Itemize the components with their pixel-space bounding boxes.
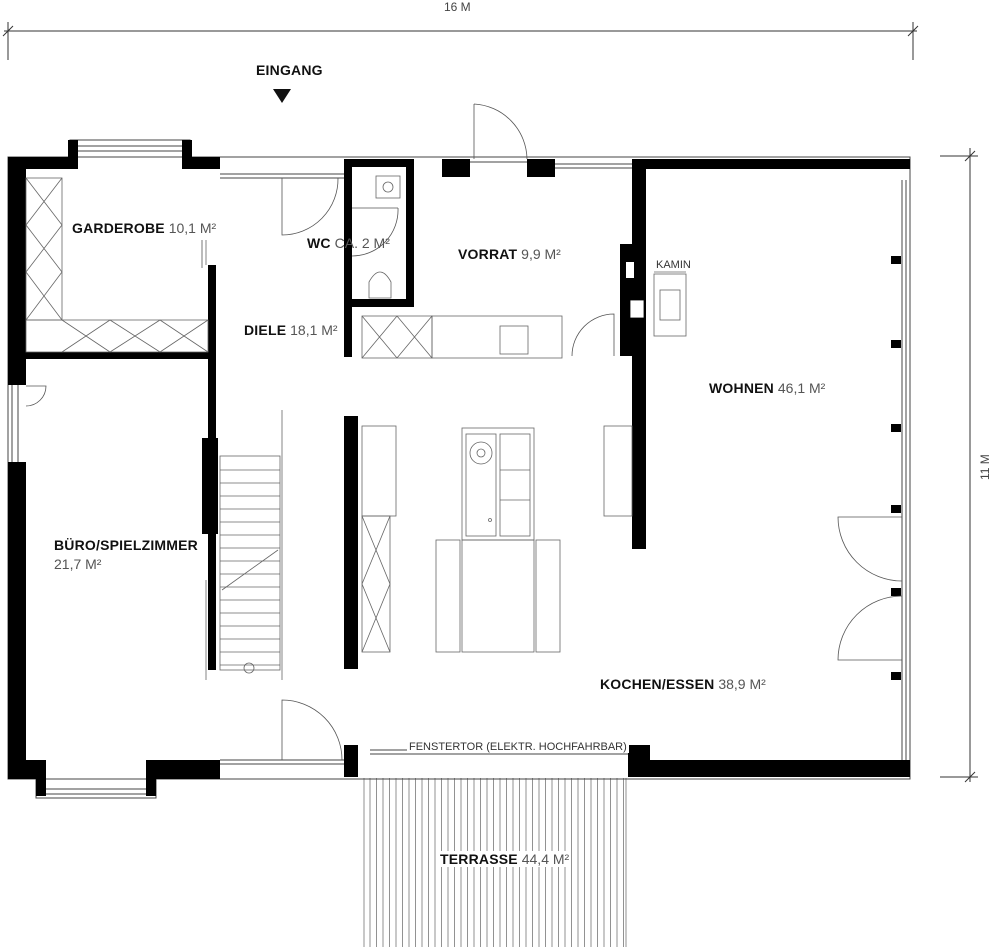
kitchen-cabinet-tall bbox=[361, 425, 397, 653]
doors bbox=[25, 103, 903, 761]
room-area: 46,1 M² bbox=[777, 380, 826, 396]
room-label-wc: WC CA. 2 M² bbox=[307, 235, 390, 251]
pantry-shelves bbox=[361, 315, 433, 359]
room-label-terrasse: TERRASSE 44,4 M² bbox=[438, 851, 572, 867]
room-label-kochen: KOCHEN/ESSEN 38,9 M² bbox=[600, 676, 766, 692]
room-label-buero: BÜRO/SPIELZIMMER 21,7 M² bbox=[54, 537, 198, 572]
fenstertor-label: FENSTERTOR (ELEKTR. HOCHFAHRBAR) bbox=[407, 741, 629, 753]
room-name: GARDEROBE bbox=[72, 220, 165, 236]
room-name: VORRAT bbox=[458, 246, 518, 262]
room-name: BÜRO/SPIELZIMMER bbox=[54, 537, 198, 553]
room-name: WC bbox=[307, 235, 331, 251]
dining-table bbox=[435, 539, 561, 653]
entrance-label: EINGANG bbox=[256, 62, 323, 78]
room-name: KOCHEN/ESSEN bbox=[600, 676, 715, 692]
kamin-label: KAMIN bbox=[656, 259, 691, 271]
room-label-wohnen: WOHNEN 46,1 M² bbox=[709, 380, 825, 396]
room-area: CA. 2 M² bbox=[334, 235, 390, 251]
room-area: 10,1 M² bbox=[168, 220, 217, 236]
staircase bbox=[205, 240, 283, 680]
room-label-vorrat: VORRAT 9,9 M² bbox=[458, 246, 561, 262]
pantry-counter bbox=[431, 315, 563, 359]
walls bbox=[8, 140, 910, 796]
dimension-height-label: 11 M bbox=[978, 454, 992, 480]
room-label-garderobe: GARDEROBE 10,1 M² bbox=[72, 220, 216, 236]
room-name: DIELE bbox=[244, 322, 287, 338]
fireplace-kamin bbox=[620, 244, 687, 356]
room-area: 44,4 M² bbox=[521, 851, 570, 867]
dimension-width-label: 16 M bbox=[444, 0, 471, 14]
entrance-arrow-icon bbox=[273, 89, 291, 103]
wardrobe-garderobe bbox=[25, 177, 209, 353]
kitchen-island bbox=[461, 427, 535, 541]
dimension-line-width bbox=[2, 22, 919, 60]
room-label-diele: DIELE 18,1 M² bbox=[244, 322, 338, 338]
sideboard bbox=[603, 425, 633, 517]
room-name: TERRASSE bbox=[440, 851, 518, 867]
room-area: 21,7 M² bbox=[54, 556, 102, 572]
room-name: WOHNEN bbox=[709, 380, 774, 396]
room-area: 38,9 M² bbox=[718, 676, 766, 692]
room-area: 9,9 M² bbox=[521, 246, 561, 262]
dimension-line-height bbox=[940, 148, 978, 783]
wc-fixtures bbox=[368, 175, 401, 299]
room-area: 18,1 M² bbox=[290, 322, 338, 338]
